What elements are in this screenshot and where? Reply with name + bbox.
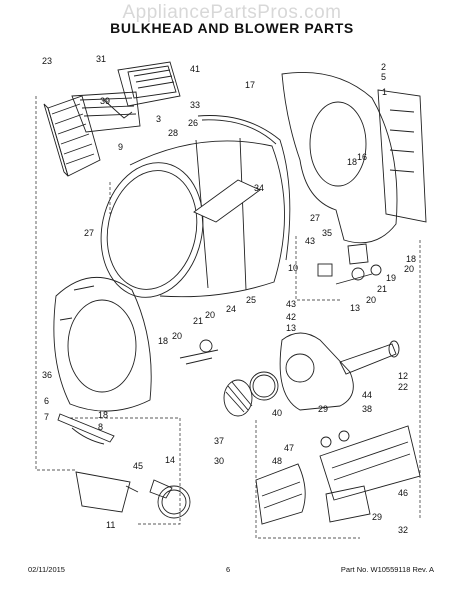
callout-number: 22 (398, 382, 408, 392)
callout-number: 20 (172, 331, 182, 341)
callout-number: 21 (377, 284, 387, 294)
callout-labels: 23 31 41 33 39 3 9 27 26 28 34 17 2 5 1 … (42, 54, 416, 535)
callout-number: 43 (305, 236, 315, 246)
callout-number: 29 (318, 404, 328, 414)
lower-right-parts-drawing (255, 425, 421, 525)
callout-number: 37 (214, 436, 224, 446)
rear-bulkhead-drawing (281, 71, 427, 244)
callout-number: 18 (98, 410, 108, 420)
callout-number: 7 (44, 412, 49, 422)
lint-housing-drawing (71, 61, 181, 133)
callout-number: 38 (362, 404, 372, 414)
diagram-title: BULKHEAD AND BLOWER PARTS (110, 20, 354, 36)
callout-number: 33 (190, 100, 200, 110)
front-bulkhead-drawing (53, 277, 152, 412)
callout-number: 9 (118, 142, 123, 152)
callout-number: 47 (284, 443, 294, 453)
callout-number: 42 (286, 312, 296, 322)
callout-number: 34 (254, 183, 264, 193)
callout-number: 14 (165, 455, 175, 465)
callout-number: 48 (272, 456, 282, 466)
callout-number: 35 (322, 228, 332, 238)
callout-number: 39 (100, 96, 110, 106)
callout-number: 46 (398, 488, 408, 498)
callout-number: 19 (386, 273, 396, 283)
lower-left-parts-drawing (57, 413, 191, 519)
callout-number: 11 (106, 520, 115, 530)
callout-number: 20 (205, 310, 215, 320)
callout-number: 1 (382, 87, 387, 97)
callout-number: 27 (84, 228, 94, 238)
callout-number: 2 (381, 62, 386, 72)
callout-number: 29 (372, 512, 382, 522)
callout-number: 44 (362, 390, 372, 400)
callout-number: 5 (381, 72, 386, 82)
callout-number: 40 (272, 408, 282, 418)
callout-number: 18 (406, 254, 416, 264)
motor-assembly-drawing (317, 243, 382, 285)
callout-number: 31 (96, 54, 106, 64)
drum-drawing (100, 115, 291, 298)
callout-number: 3 (156, 114, 161, 124)
callout-number: 20 (404, 264, 414, 274)
callout-number: 24 (226, 304, 236, 314)
callout-number: 17 (245, 80, 255, 90)
callout-number: 18 (158, 336, 168, 346)
callout-number: 13 (350, 303, 360, 313)
footer-page-number: 6 (226, 565, 231, 574)
blower-drawing (179, 332, 400, 417)
footer-date: 02/11/2015 (28, 565, 65, 574)
callout-number: 45 (133, 461, 143, 471)
callout-number: 18 (347, 157, 357, 167)
callout-number: 28 (168, 128, 178, 138)
callout-number: 25 (246, 295, 256, 305)
callout-number: 10 (288, 263, 298, 273)
callout-number: 12 (398, 371, 408, 381)
callout-number: 16 (357, 152, 367, 162)
callout-number: 23 (42, 56, 52, 66)
footer-part-number: Part No. W10559118 Rev. A (340, 565, 434, 574)
callout-number: 8 (98, 422, 103, 432)
watermark: AppliancePartsPros.com (122, 2, 342, 23)
callout-number: 41 (190, 64, 200, 74)
callout-number: 6 (44, 396, 49, 406)
callout-number: 13 (286, 323, 296, 333)
callout-number: 36 (42, 370, 52, 380)
callout-number: 32 (398, 525, 408, 535)
callout-number: 20 (366, 295, 376, 305)
callout-number: 43 (286, 299, 296, 309)
callout-number: 27 (310, 213, 320, 223)
callout-number: 30 (214, 456, 224, 466)
callout-number: 21 (193, 316, 203, 326)
callout-number: 26 (188, 118, 198, 128)
